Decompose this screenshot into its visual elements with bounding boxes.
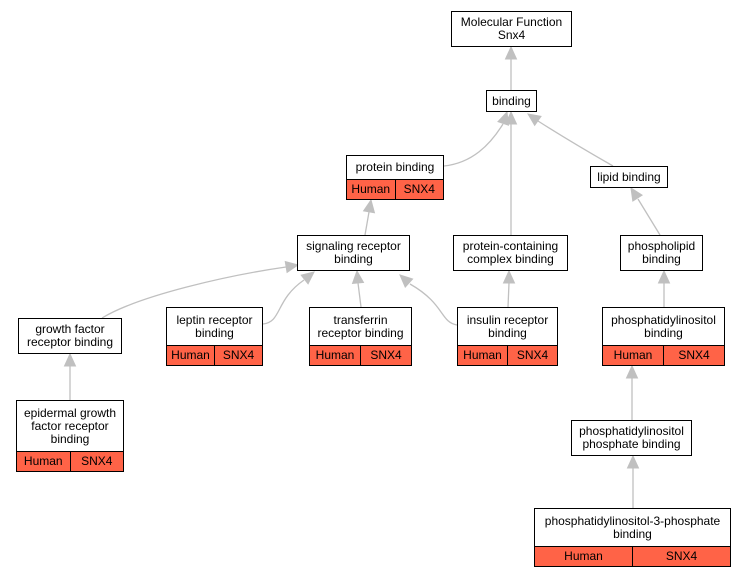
- annotation-row: Human SNX4: [167, 345, 262, 365]
- node-label: phosphatidylinositol phosphate binding: [579, 424, 684, 451]
- node-label: epidermal growth factor receptor binding: [23, 405, 117, 446]
- node-binding[interactable]: binding: [486, 90, 537, 112]
- node-label: lipid binding: [597, 169, 661, 184]
- annotation-row: Human SNX4: [458, 345, 557, 365]
- annotation-row: Human SNX4: [17, 451, 123, 471]
- node-lipid-binding[interactable]: lipid binding: [590, 166, 668, 188]
- edge-insulin-receptor-binding-to-signaling-receptor-binding: [409, 283, 458, 326]
- arrowhead-phosphatidylinositol-binding-to-phospholipid-binding: [657, 269, 671, 284]
- node-label: phospholipid binding: [627, 239, 696, 266]
- edge-signaling-receptor-binding-to-protein-binding: [364, 211, 370, 236]
- node-label: leptin receptor binding: [176, 312, 253, 340]
- edge-insulin-receptor-binding-to-protein-containing-complex-binding: [507, 282, 510, 308]
- arrowhead-pi3p-binding-to-phosphatidylinositol-phosphate-binding: [626, 454, 640, 469]
- gene-cell: SNX4: [69, 452, 124, 471]
- node-label: growth factor receptor binding: [26, 322, 114, 349]
- species-cell: Human: [23, 454, 63, 468]
- node-label: protein binding: [355, 160, 435, 174]
- edge-protein-binding-to-binding: [443, 123, 504, 167]
- gene-cell: SNX4: [214, 346, 262, 365]
- gene-cell: SNX4: [663, 346, 724, 365]
- arrowhead-insulin-receptor-binding-to-signaling-receptor-binding: [399, 274, 414, 289]
- node-label: phosphatidylinositol-3-phosphate binding: [544, 513, 721, 541]
- arrowhead-protein-containing-complex-binding-to-binding: [504, 110, 518, 125]
- edge-growth-factor-receptor-binding-to-signaling-receptor-binding: [101, 266, 287, 319]
- species-cell: Human: [171, 348, 210, 362]
- node-label: Molecular Function Snx4: [460, 15, 563, 42]
- annotation-row: Human SNX4: [535, 546, 730, 566]
- gene-cell: SNX4: [360, 346, 411, 365]
- arrowhead-growth-factor-receptor-binding-to-signaling-receptor-binding: [284, 260, 300, 274]
- node-label: phosphatidylinositol binding: [611, 312, 716, 340]
- annotation-row: Human SNX4: [310, 345, 411, 365]
- node-label: signaling receptor binding: [306, 239, 401, 266]
- node-label: binding: [492, 93, 531, 108]
- species-cell: Human: [613, 348, 653, 362]
- edge-leptin-receptor-binding-to-signaling-receptor-binding: [262, 279, 305, 325]
- gene-cell: SNX4: [394, 180, 444, 199]
- arrowhead-signaling-receptor-binding-to-protein-binding: [362, 198, 376, 214]
- species-cell: Human: [463, 348, 502, 362]
- node-phosphatidylinositol-phosphate-binding[interactable]: phosphatidylinositol phosphate binding: [571, 420, 692, 456]
- node-mf[interactable]: Molecular Function Snx4: [451, 11, 572, 47]
- node-pi3p-binding[interactable]: phosphatidylinositol-3-phosphate binding…: [534, 508, 731, 567]
- species-cell: Human: [351, 182, 391, 196]
- gene-cell: SNX4: [632, 547, 730, 566]
- arrowhead-phosphatidylinositol-phosphate-binding-to-phosphatidylinositol-binding: [625, 364, 639, 379]
- arrowhead-lipid-binding-to-binding: [527, 113, 542, 127]
- species-cell: Human: [564, 549, 603, 563]
- edge-transferrin-receptor-binding-to-signaling-receptor-binding: [357, 282, 362, 308]
- edge-phospholipid-binding-to-lipid-binding: [637, 198, 661, 236]
- node-label: insulin receptor binding: [466, 312, 549, 340]
- species-cell: Human: [315, 348, 355, 362]
- annotation-row: Human SNX4: [603, 345, 724, 365]
- arrowhead-insulin-receptor-binding-to-protein-containing-complex-binding: [502, 269, 516, 284]
- node-label: transferrin receptor binding: [317, 312, 404, 340]
- node-growth-factor-receptor-binding[interactable]: growth factor receptor binding: [18, 318, 122, 354]
- node-egf-receptor-binding[interactable]: epidermal growth factor receptor binding…: [16, 400, 124, 472]
- node-phospholipid-binding[interactable]: phospholipid binding: [620, 235, 703, 271]
- arrowhead-phospholipid-binding-to-lipid-binding: [630, 186, 644, 202]
- arrowhead-transferrin-receptor-binding-to-signaling-receptor-binding: [351, 269, 365, 284]
- node-signaling-receptor-binding[interactable]: signaling receptor binding: [297, 235, 410, 271]
- node-protein-containing-complex-binding[interactable]: protein-containing complex binding: [453, 235, 568, 271]
- node-label: protein-containing complex binding: [462, 239, 559, 266]
- arrowhead-binding-to-mf: [504, 45, 518, 60]
- arrowhead-egf-receptor-binding-to-growth-factor-receptor-binding: [63, 352, 77, 367]
- arrowhead-leptin-receptor-binding-to-signaling-receptor-binding: [300, 271, 315, 285]
- gene-cell: SNX4: [507, 346, 557, 365]
- edge-lipid-binding-to-binding: [537, 120, 614, 167]
